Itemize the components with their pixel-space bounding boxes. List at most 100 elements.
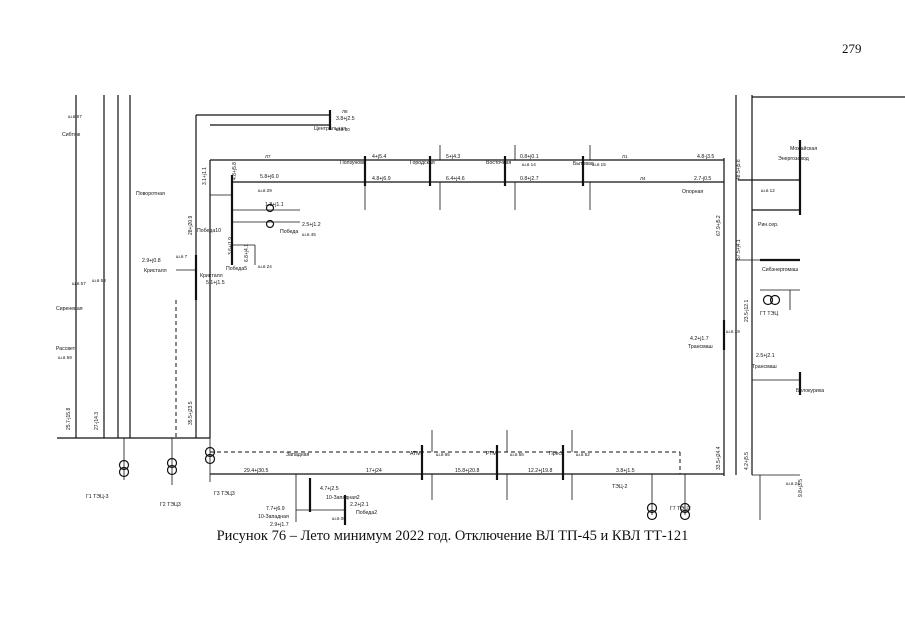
label-polzunovo: Ползуново xyxy=(340,160,366,166)
label-press: Пресс xyxy=(549,451,564,457)
label-vflow-8: 6.8+j4.1 xyxy=(244,244,250,262)
figure-caption: Рисунок 76 – Лето минимум 2022 год. Откл… xyxy=(216,528,689,544)
label-flow-2: 4+j5.4 xyxy=(372,154,386,160)
label-sh6: ш.в 58 xyxy=(92,278,106,283)
label-tsentralnaya: Центральная xyxy=(314,126,346,132)
label-flow-22: 7.7+j6.9 xyxy=(266,506,285,512)
label-vflow-6: 4.8+j5.8 xyxy=(232,162,238,180)
generator-g1b-icon xyxy=(118,466,130,478)
top-feeders xyxy=(176,145,802,395)
label-sh9: ш.в 24 xyxy=(786,481,800,486)
label-sirenevaya: Сиреневая xyxy=(56,306,83,312)
generators xyxy=(118,203,781,521)
label-flow-19: 12.2+j19.8 xyxy=(528,468,552,474)
label-g2: Г2 ТЭЦ3 xyxy=(160,502,181,508)
label-g1: Г1 ТЭЦ-3 xyxy=(86,494,109,500)
label-transmash-2: Трансмаш xyxy=(752,364,777,370)
label-flow-12: 2.9+j0.8 xyxy=(142,258,161,264)
transformer-pobeda-1-icon xyxy=(265,203,275,213)
label-vflow-10: 67.9+j5.2 xyxy=(716,215,722,236)
label-flow-7: 6.4+j4.6 xyxy=(446,176,465,182)
label-sh16: ш.в 14 xyxy=(522,162,536,167)
top-substations xyxy=(194,140,802,350)
label-flow-17: 17+j24 xyxy=(366,468,382,474)
label-flow-5: 4.8-j3.5 xyxy=(697,154,714,160)
label-vflow-13: 33.5+j24.4 xyxy=(716,446,722,470)
generator-g3b-icon xyxy=(204,453,216,465)
label-zapadnaya2: 10-Западная2 xyxy=(326,495,360,501)
label-rassvet: Рассвет xyxy=(56,346,76,352)
label-vflow-2: 27-j14.3 xyxy=(94,412,100,430)
label-flow-8: 0.8+j2.7 xyxy=(520,176,539,182)
label-vflow-12: 23.5-j12.1 xyxy=(744,300,750,322)
label-line-l1: Л1 xyxy=(622,154,628,159)
label-sh12: ш.в 52 xyxy=(576,452,590,457)
label-sh1: ш.в 29 xyxy=(258,188,272,193)
label-gorodskaya: Городская xyxy=(410,160,435,166)
label-povorotnaya: Поворотная xyxy=(136,191,165,197)
page-number: 279 xyxy=(842,41,862,56)
label-flow-25: 2.2+j2.1 xyxy=(350,502,369,508)
label-zapadnaya: Западная xyxy=(286,452,309,458)
label-mozhaisk: Можайская xyxy=(790,145,817,152)
label-gt: ГТ ТЭЦ xyxy=(760,311,778,317)
label-vflow-5: 3.1+j1.1 xyxy=(202,167,208,185)
label-sh2: ш.в 30 xyxy=(336,127,350,132)
label-sh10: ш.в 65 xyxy=(436,452,450,457)
label-flow-14: 2.5+j2.1 xyxy=(756,353,775,359)
label-vflow-14: 4.2+j5.5 xyxy=(744,452,750,470)
label-flow-9: 2.7-j0.5 xyxy=(694,176,711,182)
label-flow-23: 2.9+j1.7 xyxy=(270,522,289,528)
label-flow-11: 2.5+j1.2 xyxy=(302,222,321,228)
label-flow-21: 4.7+j2.5 xyxy=(320,486,339,492)
label-line-l7: Л7 xyxy=(265,154,271,159)
trunk-lines xyxy=(75,95,753,476)
generator-g3-icon xyxy=(204,446,216,458)
label-rinosser: Рин.сер. xyxy=(758,222,778,228)
label-flow-18: 15.8+j20.8 xyxy=(455,468,479,474)
label-sh11: ш.в 56 xyxy=(510,452,524,457)
label-pobeda2: Победа2 xyxy=(356,510,377,516)
label-line-l8: Л8 xyxy=(342,109,348,114)
generator-gt-icon xyxy=(762,294,774,306)
label-vostochnaya: Восточная xyxy=(486,160,511,166)
label-energozavod: Энергозавод xyxy=(778,156,809,162)
label-kristall-2: Кристалл xyxy=(200,273,223,279)
labels: Центральная 3.8+j2.5 ш.в 30 Ползуново 4+… xyxy=(56,109,824,528)
label-sh7: ш.в 59 xyxy=(58,355,72,360)
label-ptm: РТМ xyxy=(486,451,497,457)
label-sh3: ш.в 12 xyxy=(761,188,775,193)
label-flow-16: 29.4+j30.5 xyxy=(244,468,268,474)
label-sh5: ш.в 57 xyxy=(68,114,82,119)
label-transmash: Трансмаш xyxy=(688,344,713,350)
label-sibtyazh: Сибтяж xyxy=(62,132,81,138)
label-belokurikha: Белокуриха xyxy=(796,388,824,394)
label-g7: Г7 ТЭЦ2 xyxy=(670,506,691,512)
label-flow-3: 5+j4.3 xyxy=(446,154,460,160)
label-sh8: ш.в 19 xyxy=(726,329,740,334)
label-atm: АТМ xyxy=(410,451,421,457)
label-vflow-11: 48.5+j5.6 xyxy=(736,159,742,180)
label-flow-4: 0.8+j0.1 xyxy=(520,154,539,160)
label-kristall: Кристалл xyxy=(144,268,167,274)
generator-g7-icon xyxy=(679,502,691,514)
label-vflow-3: 35.5+j23.5 xyxy=(188,401,194,425)
label-sh13: ш.в 08 xyxy=(332,516,346,521)
label-vflow-15: 9.8+j3.5 xyxy=(798,479,804,497)
label-sh5b: ш.в 57 xyxy=(72,281,86,286)
label-vflow-1: 25.7-j15.8 xyxy=(66,408,72,430)
label-flow-10: 5.8+j6.0 xyxy=(260,174,279,180)
bottom-buses xyxy=(57,300,724,475)
generator-g2-icon xyxy=(166,457,178,469)
label-g3: Г3 ТЭЦ3 xyxy=(214,491,235,497)
label-sh4: ш.в 7 xyxy=(176,254,188,259)
label-tets2: ТЭЦ-2 xyxy=(612,484,627,490)
label-bytovaya: Бытовая xyxy=(573,161,594,167)
generator-gtb-icon xyxy=(769,294,781,306)
label-flow-1: 3.8+j2.5 xyxy=(336,116,355,122)
label-flow-f15: 1.8+j1.1 xyxy=(265,202,284,208)
label-vflow-7: 3.6+j1.9 xyxy=(228,237,234,255)
label-flow-13: 5.1+j1.5 xyxy=(206,280,225,286)
label-pobeda10: Победа10 xyxy=(197,228,221,234)
label-zapadnaya-l: 10-Западная xyxy=(258,514,289,520)
